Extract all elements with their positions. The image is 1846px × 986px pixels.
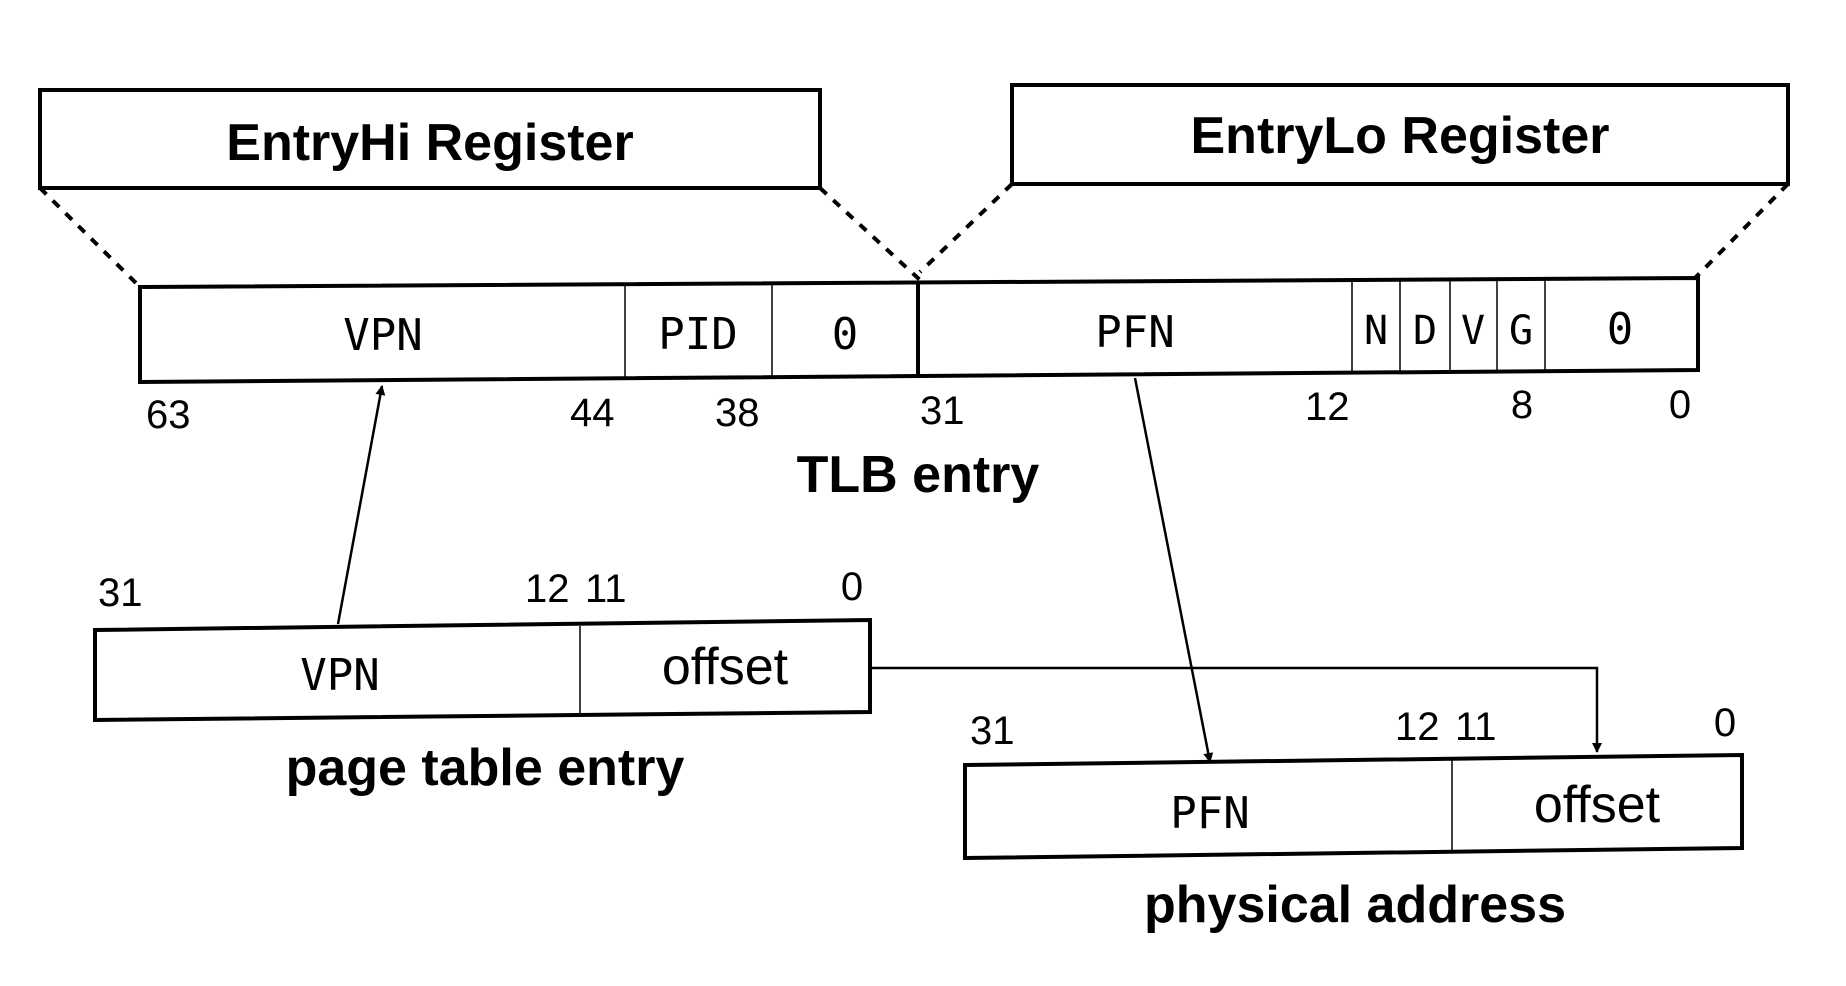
entryhi-register-box <box>38 88 822 190</box>
offset-to-physical-arrow <box>870 666 1602 753</box>
tlb-field-n: N <box>1364 308 1388 354</box>
pte-field-offset: offset <box>662 638 789 696</box>
tlb-field-v: V <box>1461 308 1485 354</box>
pa-field-pfn: PFN <box>1170 788 1249 839</box>
entrylo-register: EntryLo Register <box>1010 83 1790 186</box>
pte-field-vpn: VPN <box>300 650 379 701</box>
entrylo-register-box <box>1010 83 1790 186</box>
pte-bit-31: 31 <box>98 571 143 615</box>
entryhi-register: EntryHi Register <box>38 88 822 190</box>
physical-address: PFN offset 31 12 11 0 physical address <box>963 701 1744 934</box>
entryhi-left-dash <box>38 186 142 289</box>
entrylo-left-dash <box>918 182 1014 274</box>
tlb-field-pid: PID <box>658 309 737 360</box>
pa-bit-12: 12 <box>1395 705 1440 749</box>
physical-address-box <box>963 752 1744 861</box>
tlb-bit-31: 31 <box>920 389 965 433</box>
page-table-entry-caption: page table entry <box>286 739 685 797</box>
pte-bit-0: 0 <box>841 565 863 609</box>
translation-arrows <box>336 377 1602 763</box>
page-table-entry: VPN offset 31 12 11 0 page table entry <box>93 565 872 797</box>
pa-bit-0: 0 <box>1714 701 1736 745</box>
pte-bit-12: 12 <box>525 567 570 611</box>
pte-bit-11: 11 <box>585 567 627 611</box>
tlb-bit-44: 44 <box>570 391 615 435</box>
entryhi-right-dash <box>818 186 922 282</box>
tlb-field-zero-hi: 0 <box>832 309 859 360</box>
tlb-entry: VPN PID 0 PFN N D V G 0 63 44 38 31 12 8… <box>138 275 1700 504</box>
tlb-field-vpn: VPN <box>343 310 422 361</box>
entryhi-register-title: EntryHi Register <box>226 114 633 172</box>
entrylo-right-dash <box>1693 182 1790 280</box>
tlb-bit-8: 8 <box>1511 383 1533 427</box>
pa-field-offset: offset <box>1534 776 1661 834</box>
tlb-bit-63: 63 <box>146 393 191 437</box>
pa-bit-31: 31 <box>970 709 1015 753</box>
page-table-entry-box <box>93 617 872 723</box>
tlb-entry-caption: TLB entry <box>797 446 1040 504</box>
tlb-bit-38: 38 <box>715 391 760 435</box>
tlb-field-g: G <box>1509 308 1533 354</box>
vpn-to-tlb-arrow <box>336 385 386 625</box>
physical-address-caption: physical address <box>1144 876 1566 934</box>
tlb-field-zero-lo: 0 <box>1607 304 1634 355</box>
tlb-field-pfn: PFN <box>1095 307 1174 358</box>
pa-bit-11: 11 <box>1455 705 1497 749</box>
tlb-bit-12: 12 <box>1305 385 1350 429</box>
pfn-to-physical-arrow <box>1133 377 1214 763</box>
register-projection-lines <box>38 182 1790 289</box>
tlb-field-d: D <box>1413 308 1437 354</box>
entrylo-register-title: EntryLo Register <box>1191 107 1610 165</box>
tlb-bit-0: 0 <box>1669 383 1691 427</box>
